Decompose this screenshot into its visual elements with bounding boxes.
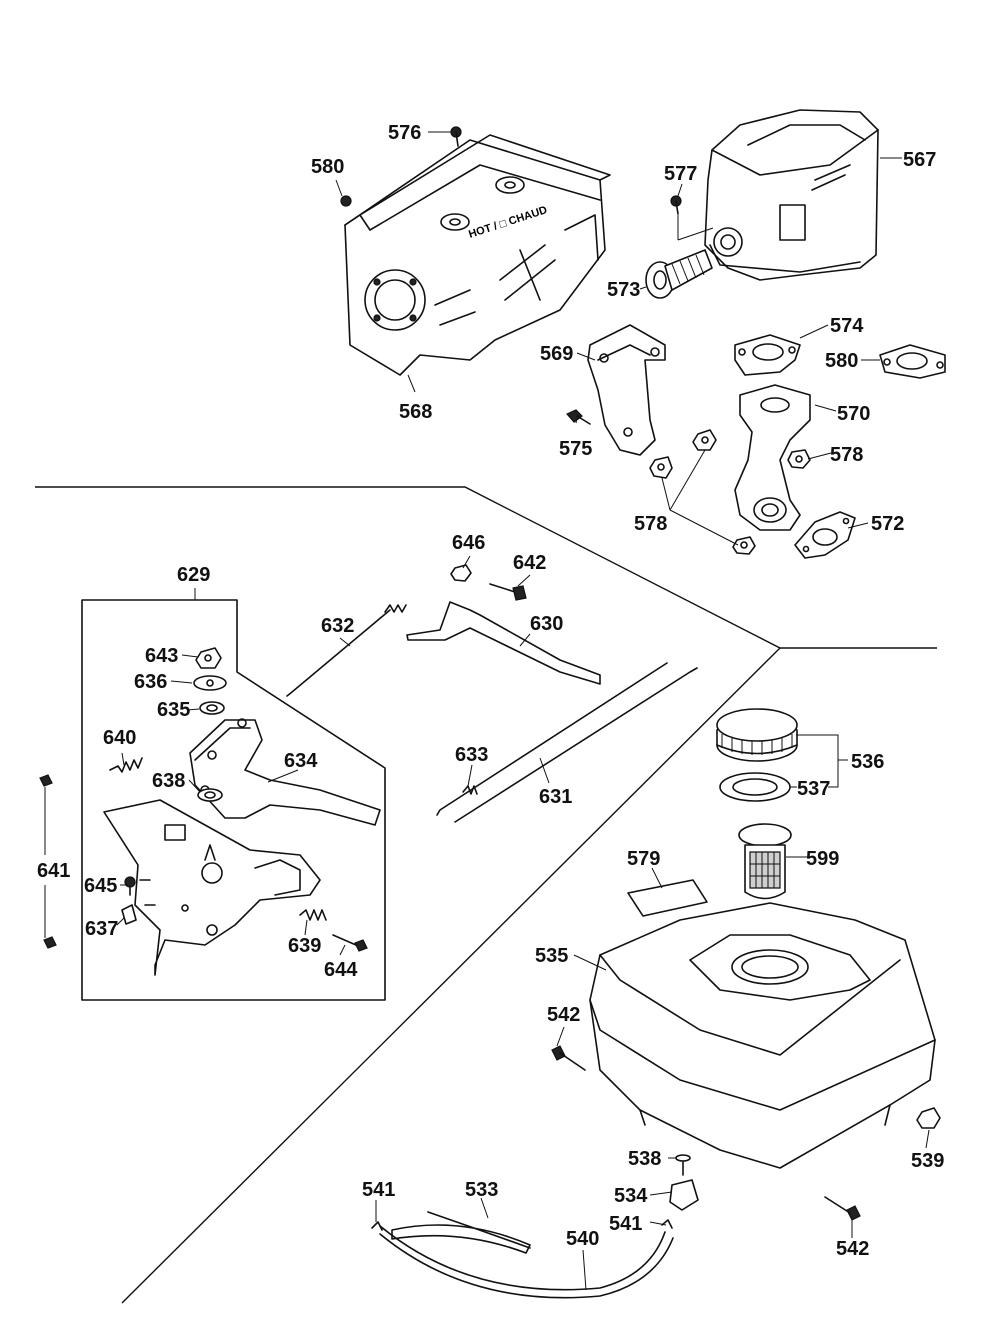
label-631: 631 [539, 786, 572, 808]
leader-lines [44, 131, 930, 1291]
label-536: 536 [851, 751, 884, 773]
label-568: 568 [399, 401, 432, 423]
label-533: 533 [465, 1179, 498, 1201]
gasket-580 [879, 344, 946, 379]
label-540: 540 [566, 1228, 599, 1250]
fuel-tank-535 [589, 902, 936, 1169]
label-579: 579 [627, 848, 660, 870]
label-639: 639 [288, 935, 321, 957]
muffler-567 [704, 109, 879, 281]
fuel-line-and-fittings [371, 1045, 941, 1299]
label-539: 539 [911, 1150, 944, 1172]
fuel-cap-536 [716, 708, 798, 762]
label-572: 572 [871, 513, 904, 535]
label-643: 643 [145, 645, 178, 667]
label-633: 633 [455, 744, 488, 766]
label-570: 570 [837, 403, 870, 425]
label-644: 644 [324, 959, 358, 981]
label-632: 632 [321, 615, 354, 637]
governor-small-parts [39, 647, 368, 952]
spark-arrester-573 [645, 249, 713, 299]
section-dividers [35, 486, 937, 1304]
label-638: 638 [152, 770, 185, 792]
label-542-bottom: 542 [836, 1238, 869, 1260]
label-637: 637 [85, 918, 118, 940]
label-580-right: 580 [825, 350, 858, 372]
label-569: 569 [540, 343, 573, 365]
label-636: 636 [134, 671, 167, 693]
label-579 [627, 879, 708, 917]
linkage-rods [286, 564, 698, 823]
label-573: 573 [607, 279, 640, 301]
governor-lever-634 [189, 718, 381, 826]
gasket-572 [794, 511, 856, 559]
fasteners-muffler [340, 126, 811, 555]
label-635: 635 [157, 699, 190, 721]
label-534: 534 [614, 1185, 648, 1207]
gasket-574 [734, 334, 801, 376]
governor-assembly-box-629 [81, 599, 386, 1001]
label-630: 630 [530, 613, 563, 635]
label-578-left: 578 [634, 513, 667, 535]
label-580-top: 580 [311, 156, 344, 178]
muffler-cover-568: HOT / □ CHAUD [344, 134, 611, 376]
label-641: 641 [37, 860, 70, 882]
label-599: 599 [806, 848, 839, 870]
cap-gasket-537 [719, 772, 791, 802]
label-577: 577 [664, 163, 697, 185]
label-535: 535 [535, 945, 568, 967]
exhaust-pipe-570 [734, 384, 811, 531]
label-640: 640 [103, 727, 136, 749]
label-576: 576 [388, 122, 421, 144]
muffler-bracket-569 [587, 324, 666, 456]
fuel-filter-599 [738, 823, 792, 900]
control-bracket-637 [103, 799, 321, 976]
label-541-left: 541 [362, 1179, 395, 1201]
label-629: 629 [177, 564, 210, 586]
part-number-labels: 576 580 577 567 573 568 569 574 580 570 … [37, 122, 944, 1260]
label-646: 646 [452, 532, 485, 554]
label-538: 538 [628, 1148, 661, 1170]
label-541-right: 541 [609, 1213, 642, 1235]
label-537: 537 [797, 778, 830, 800]
label-542-left: 542 [547, 1004, 580, 1026]
label-575: 575 [559, 438, 592, 460]
label-567: 567 [903, 149, 936, 171]
label-642: 642 [513, 552, 546, 574]
label-634: 634 [284, 750, 318, 772]
label-645: 645 [84, 875, 117, 897]
label-578-right: 578 [830, 444, 863, 466]
label-574: 574 [830, 315, 864, 337]
